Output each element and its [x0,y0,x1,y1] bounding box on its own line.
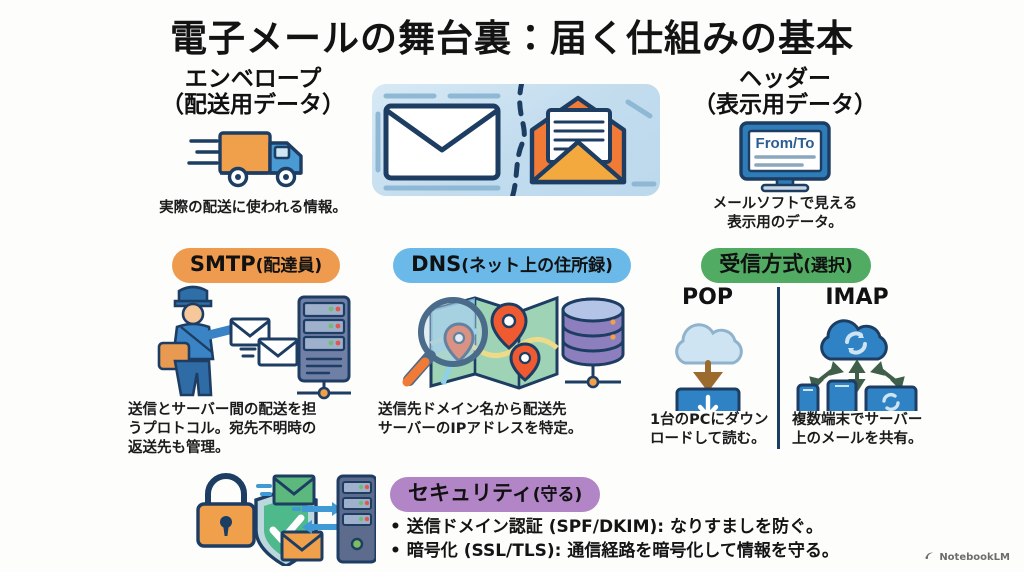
envelope-heading-line2: （配送用データ） [161,92,345,119]
dns-badge-main: DNS [411,252,462,276]
envelope-caption: 実際の配送に使われる情報。 [159,199,347,216]
dns-badge-sub: (ネット上の住所録) [461,256,613,276]
receive-badge-sub: (選択) [803,256,853,276]
postman-and-server-icon [128,283,384,401]
header-caption-line1: メールソフトで見える [712,195,858,212]
header-caption: メールソフトで見える 表示用のデータ。 [660,195,910,233]
pop-column: POP [646,287,777,449]
security-bullet-2: • 暗号化 (SSL/TLS): 通信経路を暗号化して情報を守る。 [390,541,839,562]
smtp-caption-line3: 返送先も管理。 [128,440,230,457]
notebooklm-logo-icon [924,550,935,564]
security-bullet-1: • 送信ドメイン認証 (SPF/DKIM): なりすましを防ぐ。 [390,516,824,537]
smtp-badge: SMTP(配達員) [171,248,341,284]
header-heading: ヘッダー （表示用データ） [660,66,910,119]
dns-caption-line1: 送信先ドメイン名から配送先 [378,402,567,419]
receive-badge-main: 受信方式 [719,252,804,276]
imap-column: IMAP [777,285,926,450]
imap-caption: 複数端末でサーバー 上のメールを共有。 [788,411,926,449]
pop-caption: 1台のPCにダウン ロードして読む。 [646,411,769,449]
imap-caption-line1: 複数端末でサーバー [792,412,923,429]
dns-caption: 送信先ドメイン名から配送先 サーバーのIPアドレスを特定。 [378,401,646,439]
smtp-badge-sub: (配達員) [255,256,323,276]
desktop-monitor-icon: From/To [660,121,910,193]
imap-caption-line2: 上のメールを共有。 [792,431,923,448]
padlock-shield-server-icon [186,470,378,570]
header-caption-line2: 表示用のデータ。 [727,215,843,231]
envelope-heading-line1: エンベロープ [184,66,322,92]
hero-illustration [372,84,660,196]
header-heading-line1: ヘッダー [739,66,831,92]
security-bullets: • 送信ドメイン認証 (SPF/DKIM): なりすましを防ぐ。 • 暗号化 (… [390,515,886,563]
security-section: セキュリティ(守る) • 送信ドメイン認証 (SPF/DKIM): なりすましを… [186,470,886,570]
magnifier-map-database-icon [378,283,646,401]
monitor-screen-label: From/To [756,135,815,152]
cloud-sync-multi-device-icon [788,311,926,412]
receive-method-section: 受信方式(選択) POP [646,248,926,450]
dns-badge: DNS(ネット上の住所録) [393,248,631,284]
security-badge: セキュリティ(守る) [390,476,601,512]
delivery-truck-icon [128,123,378,193]
smtp-caption-line2: うプロトコル。宛先不明時の [128,421,317,438]
pop-caption-line2: ロードして読む。 [650,431,766,448]
cloud-download-to-desktop-icon [646,311,769,412]
watermark: NotebookLM [924,550,1010,564]
envelope-heading: エンベロープ （配送用データ） [128,66,378,119]
pop-caption-line1: 1台のPCにダウン [650,412,769,429]
smtp-caption: 送信とサーバー間の配送を担 うプロトコル。宛先不明時の 返送先も管理。 [128,401,384,458]
pop-title: POP [682,285,733,311]
dns-section: DNS(ネット上の住所録) [378,248,646,439]
smtp-caption-line1: 送信とサーバー間の配送を担 [128,402,317,419]
security-badge-sub: (守る) [532,484,583,505]
smtp-badge-main: SMTP [189,252,256,276]
page-title: 電子メールの舞台裏：届く仕組みの基本 [170,17,854,60]
header-heading-line2: （表示用データ） [693,92,877,119]
header-section: ヘッダー （表示用データ） From/To メールソフトで見える 表示用のデータ… [660,66,910,233]
smtp-section: SMTP(配達員) [128,248,384,459]
dns-caption-line2: サーバーのIPアドレスを特定。 [378,421,583,438]
receive-split: POP [646,285,926,450]
watermark-label: NotebookLM [939,551,1010,563]
receive-badge: 受信方式(選択) [701,248,871,284]
security-badge-main: セキュリティ [408,480,533,505]
imap-title: IMAP [825,285,889,311]
envelope-section: エンベロープ （配送用データ） 実際の配送に使われる情報。 [128,66,378,218]
